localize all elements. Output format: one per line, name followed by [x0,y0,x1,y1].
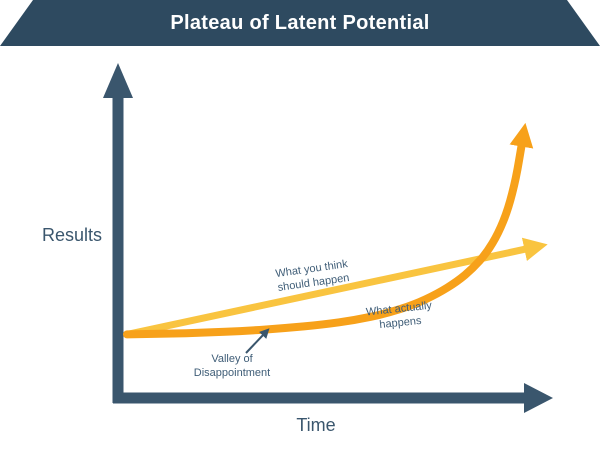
valley-annotation: Valley of Disappointment [194,328,270,379]
page-title: Plateau of Latent Potential [170,11,430,34]
x-axis-label: Time [296,415,335,435]
valley-label-line2: Disappointment [194,367,270,379]
actual-label-line2: happens [379,315,423,331]
x-axis [113,383,553,413]
expectation-line [123,237,548,338]
actual-label: What actually happens [365,300,432,332]
header-banner: Plateau of Latent Potential [0,0,600,46]
x-axis-right-arrow-icon [524,383,553,413]
valley-annotation-arrow [245,328,270,354]
y-axis-up-arrow-icon [103,63,133,98]
chart-canvas: Results Time What you think should happe… [42,63,553,435]
actual-label-line1: What actually [365,300,432,319]
y-axis [103,63,133,403]
actual-curve [123,122,534,339]
y-axis-label: Results [42,225,102,245]
valley-label-line1: Valley of [211,353,253,365]
